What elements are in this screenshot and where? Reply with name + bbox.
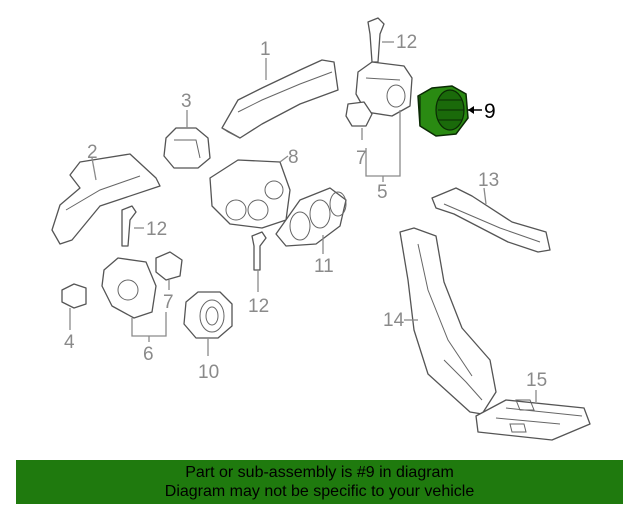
part-15-vent-grille[interactable] — [475, 399, 591, 441]
part-12-sensor-left[interactable] — [121, 205, 137, 247]
callout-10: 10 — [198, 362, 219, 383]
callout-1: 1 — [260, 39, 271, 60]
part-2-duct[interactable] — [51, 153, 161, 245]
callout-6: 6 — [143, 344, 154, 365]
banner-line-1: Part or sub-assembly is #9 in diagram — [185, 464, 454, 481]
part-1-duct[interactable] — [221, 59, 339, 139]
part-9-air-vent-highlighted[interactable] — [417, 85, 469, 137]
callout-11: 11 — [314, 256, 334, 277]
callout-12-left: 12 — [146, 219, 167, 240]
part-12-sensor-mid[interactable] — [251, 231, 267, 271]
part-10-vent[interactable] — [183, 291, 233, 339]
part-11-vent-assembly[interactable] — [275, 187, 347, 247]
info-banner: Part or sub-assembly is #9 in diagram Di… — [16, 460, 623, 504]
callout-7-top: 7 — [356, 148, 367, 169]
callout-9: 9 — [484, 100, 496, 123]
callout-7-lower: 7 — [163, 292, 174, 313]
part-14-duct[interactable] — [399, 227, 497, 415]
callout-12-mid: 12 — [248, 296, 269, 317]
callout-15: 15 — [526, 370, 547, 391]
part-6-actuator[interactable] — [101, 257, 157, 319]
parts-diagram: 1 3 2 8 11 12 5 — [51, 17, 591, 441]
part-13-duct[interactable] — [431, 187, 551, 253]
part-5-housing[interactable] — [355, 61, 413, 117]
banner-line-2: Diagram may not be specific to your vehi… — [164, 483, 475, 500]
callout-8: 8 — [288, 147, 299, 168]
callout-2: 2 — [87, 142, 98, 163]
part-8-vent-housing[interactable] — [209, 159, 291, 229]
callout-14: 14 — [383, 310, 405, 331]
part-12-sensor-top[interactable] — [367, 17, 385, 63]
callout-5: 5 — [377, 182, 388, 203]
part-4-clip[interactable] — [61, 283, 87, 309]
callout-12-top: 12 — [396, 32, 417, 53]
callout-3: 3 — [181, 91, 192, 112]
part-3-connector-duct[interactable] — [163, 127, 211, 169]
callout-4: 4 — [64, 332, 75, 353]
part-7-clip-lower[interactable] — [155, 251, 183, 281]
part-7-clip-top[interactable] — [345, 101, 373, 127]
callout-13: 13 — [478, 170, 499, 191]
